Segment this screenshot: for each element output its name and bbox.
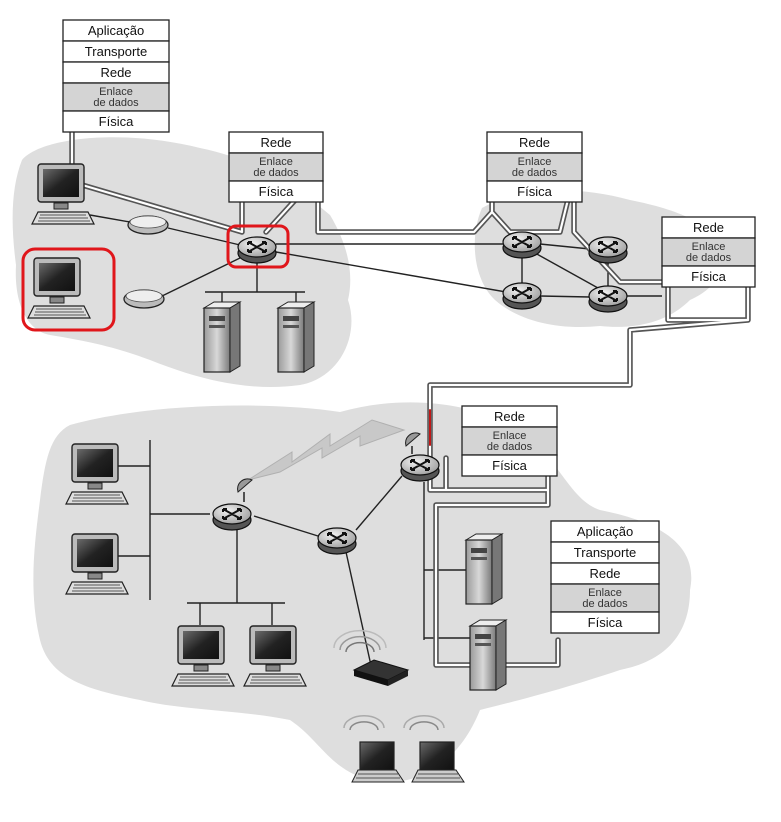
layer-label: Física [588,615,623,630]
link [159,257,241,298]
layer-label: Aplicação [577,524,633,539]
desktop-computer-icon [27,257,91,319]
layer-física [62,110,170,133]
layer-link-label-line2: de dados [512,167,558,179]
layer-link-label-line2: de dados [487,441,533,453]
router-icon [588,285,628,313]
router-icon [502,282,542,310]
network-links [89,214,662,671]
layer-link-label-line2: de dados [253,167,299,179]
link [345,551,373,671]
laptop-icon [403,715,465,783]
layer-label: Rede [589,566,620,581]
wireless-link-icon [247,419,406,481]
desktop-computer-icon [31,163,95,225]
layer-link-label-line2: de dados [582,598,628,610]
layer-física [461,454,558,477]
layer-física [228,180,324,203]
layer-link [486,152,583,182]
layer-label: Transporte [574,545,636,560]
layer-label: Física [259,184,294,199]
layer-label: Rede [693,220,724,235]
layer-link-label-line1: Enlace [259,156,293,168]
layer-label: Rede [260,135,291,150]
routers [212,231,628,555]
data-path-core [70,118,750,667]
layer-label: Aplicação [88,23,144,38]
layer-link [550,583,660,613]
layer-física [550,611,660,634]
layer-label: Física [517,184,552,199]
layer-link-label-line2: de dados [93,97,139,109]
layer-link-label-line1: Enlace [99,86,133,98]
first-hop-router-highlight [226,224,290,269]
layer-link-label-line1: Enlace [692,241,726,253]
link [539,243,591,250]
layer-física [661,265,756,288]
router-icon [237,236,277,264]
satellite-dish-icon [237,478,253,502]
layer-label: Rede [100,65,131,80]
desktop-computer-icon [65,533,129,595]
link [89,214,131,223]
router-icon [317,527,357,555]
desktop-computer-icon [65,443,129,505]
wireless-access-point-icon [333,629,410,686]
layer-label: Física [99,114,134,129]
router-icon [502,231,542,259]
cloud-destination-network [33,402,692,782]
desktop-computer-icon [171,625,235,687]
router-icon [400,454,440,482]
laptop-icon [343,715,405,783]
modem-icon [127,215,169,235]
link [253,515,319,537]
data-path [69,117,751,668]
server-tower-icon [276,301,316,373]
desktop-computer-icon [243,625,307,687]
server-tower-icon [468,619,508,691]
layer-física [486,180,583,203]
link [355,475,403,531]
link [534,252,599,289]
server-tower-icon [202,301,242,373]
link [275,251,513,294]
source-host-highlight [21,247,116,332]
layer-label: Rede [519,135,550,150]
layer-label: Transporte [85,44,147,59]
layer-link-label-line1: Enlace [493,430,527,442]
satellite-dish-icon [405,432,421,454]
layer-link-label-line1: Enlace [518,156,552,168]
layer-link [661,237,756,267]
layer-label: Física [691,269,726,284]
modem-icon [123,289,165,309]
server-tower-icon [464,533,504,605]
router-icon [212,503,252,531]
layer-label: Rede [494,409,525,424]
layer-link-label-line1: Enlace [588,587,622,599]
router-icon [588,236,628,264]
layer-link-label-line2: de dados [686,252,732,264]
layer-link [228,152,324,182]
layer-label: Física [492,458,527,473]
layer-link [62,82,170,112]
link [539,295,591,298]
